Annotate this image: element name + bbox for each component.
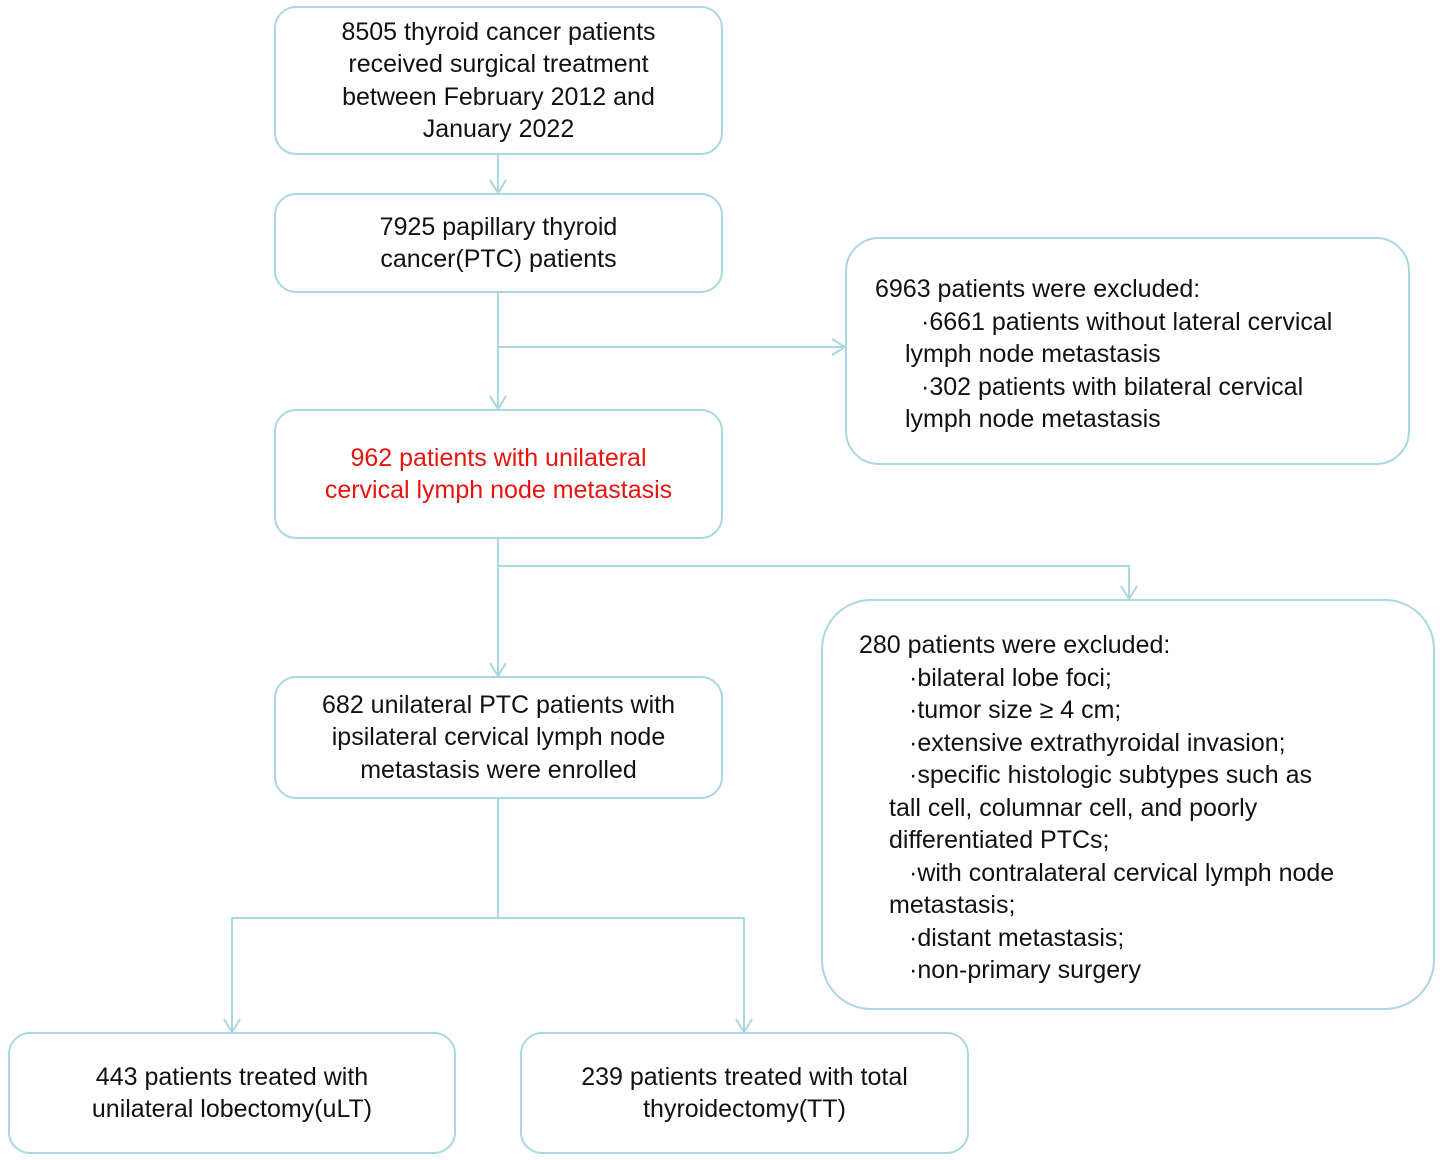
exclusion1-heading: 6963 patients were excluded: [875, 275, 1201, 303]
enrolled-line-1: 682 unilateral PTC patients with [322, 690, 675, 719]
total-line-3: between February 2012 and [342, 82, 655, 111]
arrow-to-exclusion2 [498, 565, 1130, 599]
ptc-line-2: cancer(PTC) patients [380, 245, 617, 273]
exclusion1-item-2-cont: lymph node metastasis [905, 405, 1161, 433]
ult-line-1: 443 patients treated with [95, 1062, 369, 1091]
total-line-2: received surgical treatment [348, 50, 649, 78]
tt-line-1: 239 patients treated with total [581, 1062, 908, 1091]
exclusion2-item-1: ·bilateral lobe foci; [909, 663, 1112, 692]
exclusion1-item-1: ·6661 patients without lateral cervical [921, 307, 1333, 336]
exclusion2-item-4-cont-1: tall cell, columnar cell, and poorly [889, 793, 1258, 822]
exclusion2-heading: 280 patients were excluded: [859, 631, 1171, 659]
enrolled-line-2: ipsilateral cervical lymph node [331, 723, 666, 752]
exclusion2-item-7: ·non-primary surgery [909, 956, 1142, 984]
exclusion1-item-2: ·302 patients with bilateral cervical [921, 372, 1304, 401]
exclusion2-item-4: ·specific histologic subtypes such as [909, 761, 1312, 789]
exclusion2-item-3: ·extensive extrathyroidal invasion; [909, 728, 1286, 757]
exclusion2-item-5: ·with contralateral cervical lymph node [909, 858, 1335, 887]
exclusion2-item-4-cont-2: differentiated PTCs; [889, 826, 1110, 854]
box-enrolled: 682 unilateral PTC patients with ipsilat… [274, 676, 723, 799]
exclusion2-item-6: ·distant metastasis; [909, 923, 1125, 952]
box-ult: 443 patients treated with unilateral lob… [8, 1032, 456, 1154]
exclusion1-item-1-cont: lymph node metastasis [905, 340, 1161, 368]
box-total-patients: 8505 thyroid cancer patients received su… [274, 6, 723, 155]
total-line-4: January 2022 [422, 115, 575, 143]
enrolled-line-3: metastasis were enrolled [360, 755, 637, 784]
box-exclusion-2: 280 patients were excluded: ·bilateral l… [821, 599, 1435, 1010]
box-exclusion-1: 6963 patients were excluded: ·6661 patie… [845, 237, 1410, 465]
box-tt: 239 patients treated with total thyroide… [520, 1032, 969, 1154]
ptc-line-1: 7925 papillary thyroid [379, 212, 618, 241]
exclusion2-item-5-cont: metastasis; [889, 891, 1016, 919]
arrow-enrolled-split [231, 799, 745, 1032]
exclusion2-item-2: ·tumor size ≥ 4 cm; [909, 696, 1122, 724]
box-unilateral-metastasis: 962 patients with unilateral cervical ly… [274, 409, 723, 539]
box-ptc-patients: 7925 papillary thyroid cancer(PTC) patie… [274, 193, 723, 293]
ult-line-2: unilateral lobectomy(uLT) [91, 1095, 373, 1123]
unilateral-line-1: 962 patients with unilateral [350, 443, 647, 472]
tt-line-2: thyroidectomy(TT) [643, 1095, 846, 1123]
unilateral-line-2: cervical lymph node metastasis [324, 476, 673, 504]
total-line-1: 8505 thyroid cancer patients [341, 17, 656, 46]
